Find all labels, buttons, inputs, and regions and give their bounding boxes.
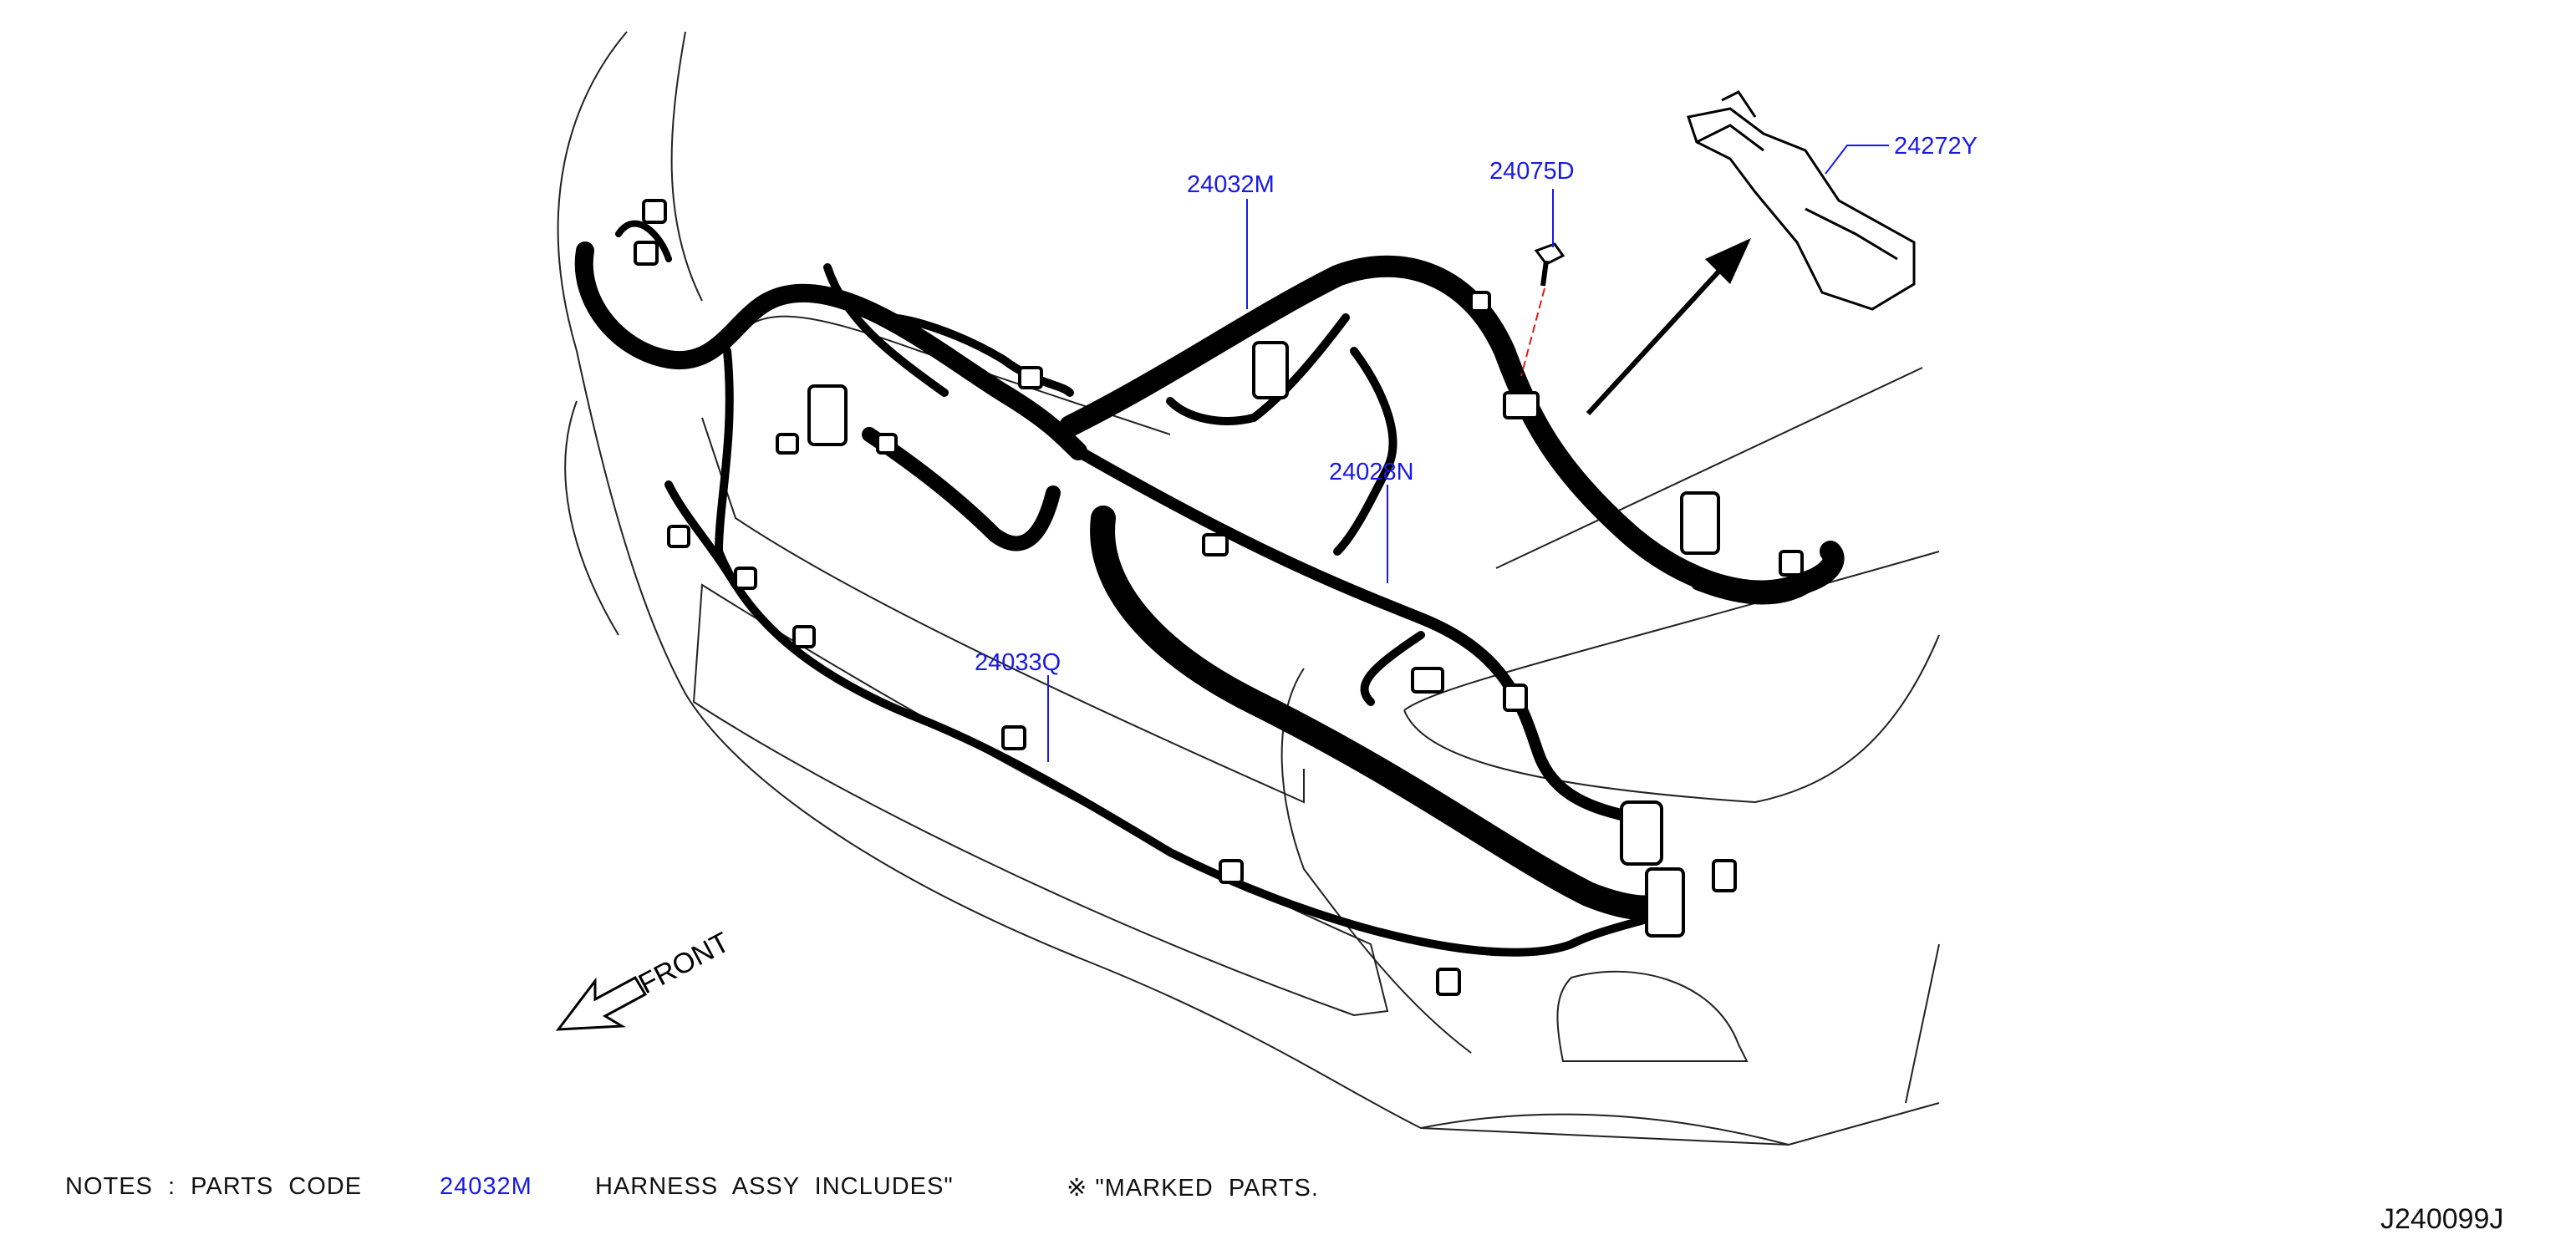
part-label-24272y[interactable]: 24272Y xyxy=(1894,133,1978,160)
front-label: FRONT xyxy=(634,927,735,1001)
notes-prefix: NOTES : PARTS CODE xyxy=(65,1173,363,1200)
part-label-24032m[interactable]: 24032M xyxy=(1187,171,1275,198)
vehicle-body-outline xyxy=(557,31,1940,1146)
bracket-24272y[interactable] xyxy=(1687,90,1916,311)
harness-connectors xyxy=(634,199,1804,996)
diagram-id: J240099J xyxy=(2380,1203,2504,1235)
leader-lines xyxy=(1047,145,1889,762)
main-harness-24032m[interactable] xyxy=(574,220,1845,957)
part-label-24028n[interactable]: 24028N xyxy=(1329,459,1414,485)
front-arrow-icon xyxy=(555,975,648,1031)
bolt-centerline xyxy=(1520,287,1545,377)
part-label-24075d[interactable]: 24075D xyxy=(1489,158,1575,185)
notes-marked-parts: ※ "MARKED PARTS. xyxy=(1067,1175,1319,1202)
direction-arrow-icon xyxy=(1586,238,1751,416)
notes-middle: HARNESS ASSY INCLUDES" xyxy=(595,1173,954,1200)
part-label-24033q[interactable]: 24033Q xyxy=(975,649,1061,676)
bolt-24075d[interactable] xyxy=(1520,242,1565,377)
notes-code[interactable]: 24032M xyxy=(440,1173,532,1200)
